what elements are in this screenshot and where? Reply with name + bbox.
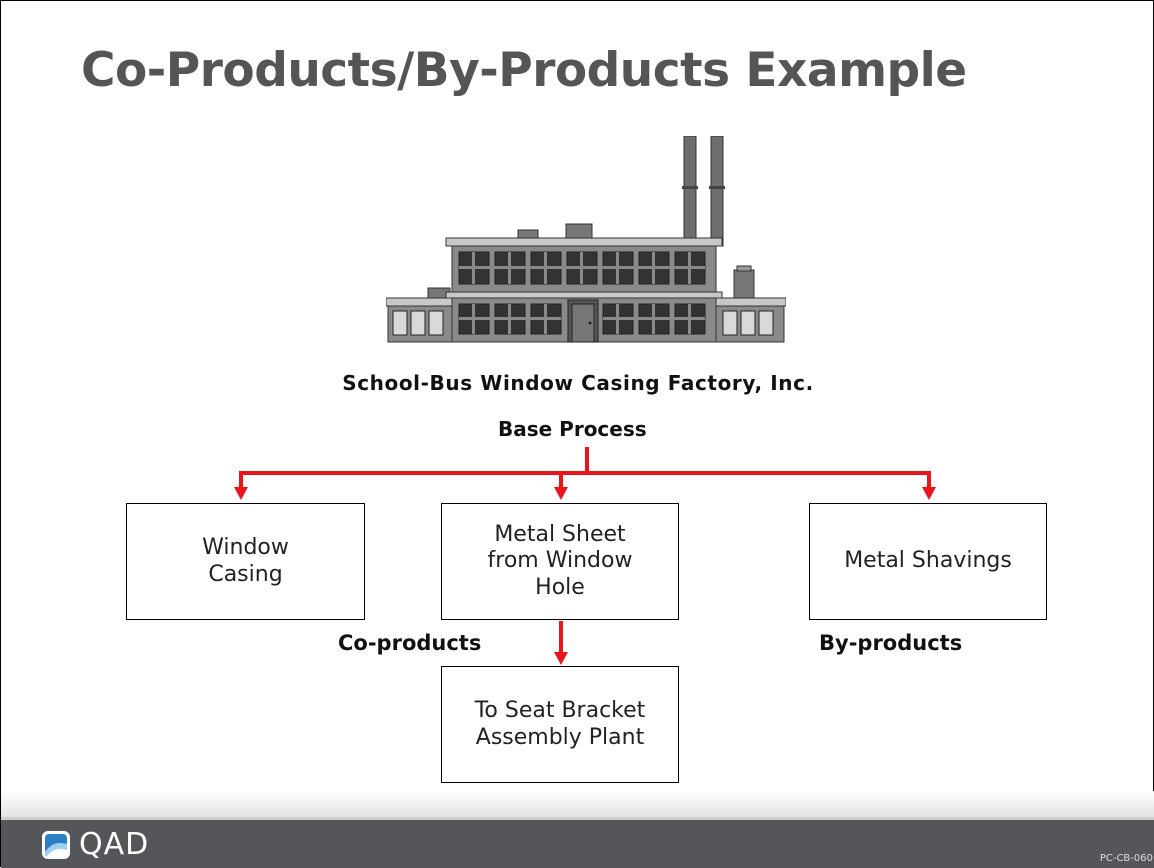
metal-shavings-box: Metal Shavings bbox=[809, 503, 1047, 620]
arrow-head-metal-shavings bbox=[922, 487, 936, 500]
factory-caption: School-Bus Window Casing Factory, Inc. bbox=[342, 371, 814, 395]
arrow-head-seat-bracket bbox=[554, 652, 568, 665]
box-line: Casing bbox=[208, 561, 283, 587]
base-process-label: Base Process bbox=[498, 417, 647, 441]
qad-logo: QAD bbox=[41, 830, 149, 860]
window-casing-box: Window Casing bbox=[126, 503, 365, 620]
factory-icon bbox=[386, 136, 786, 343]
qad-logo-icon bbox=[42, 831, 70, 859]
arrow-head-window-casing bbox=[234, 487, 248, 500]
arrow-head-metal-sheet bbox=[554, 487, 568, 500]
by-products-label: By-products bbox=[819, 631, 963, 655]
footer-bar: QAD PC-CB-060 bbox=[1, 817, 1154, 868]
co-products-label: Co-products bbox=[338, 631, 482, 655]
box-line: Metal Shavings bbox=[844, 548, 1012, 574]
box-line: from Window bbox=[487, 548, 633, 574]
box-line: To Seat Bracket bbox=[474, 698, 646, 724]
box-line: Assembly Plant bbox=[475, 724, 645, 750]
metal-sheet-box: Metal Sheet from Window Hole bbox=[441, 503, 679, 620]
slide-title: Co-Products/By-Products Example bbox=[81, 43, 967, 98]
box-line: Window bbox=[202, 535, 289, 561]
slide-code: PC-CB-060 bbox=[1099, 853, 1153, 864]
seat-bracket-box: To Seat Bracket Assembly Plant bbox=[441, 666, 679, 783]
footer-shade bbox=[1, 791, 1154, 817]
box-line: Hole bbox=[535, 574, 585, 600]
box-line: Metal Sheet bbox=[494, 521, 626, 547]
logo-text: QAD bbox=[79, 827, 150, 862]
